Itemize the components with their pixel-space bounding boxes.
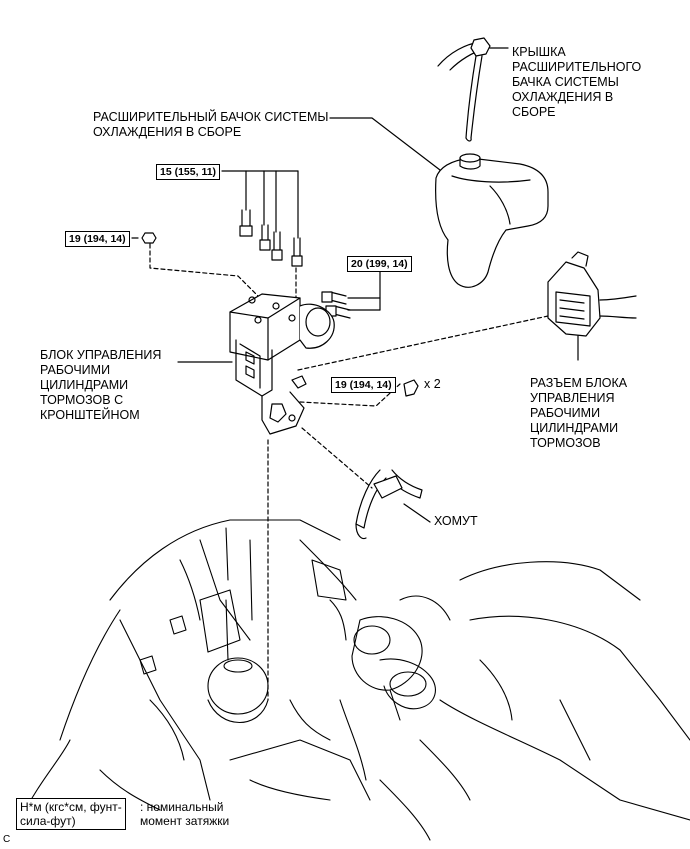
torque-label-side-nuts: 20 (199, 14) [347, 256, 412, 272]
torque-leader-lines [131, 170, 391, 389]
torque-label-nut: 19 (194, 14) [65, 231, 130, 247]
clamp-drawing [355, 469, 431, 540]
actuator-assembly-drawing [177, 293, 335, 435]
flare-nuts-drawing [141, 209, 419, 397]
torque-label-pipe-nuts: 15 (155, 11) [156, 164, 221, 180]
dashed-guide-lines [149, 243, 549, 701]
figure-code: C [3, 834, 11, 845]
clamp-label: ХОМУТ [434, 514, 478, 528]
actuator-connector-drawing [547, 251, 637, 361]
reservoir-label: РАСШИРИТЕЛЬНЫЙ БАЧОК СИСТЕМЫ ОХЛАЖДЕНИЯ … [93, 110, 329, 139]
quantity-label: x 2 [424, 377, 441, 391]
reservoir-cap-label: КРЫШКА РАСШИРИТЕЛЬНОГО БАЧКА СИСТЕМЫ ОХЛ… [512, 45, 642, 119]
reservoir-tank-drawing [329, 117, 549, 288]
legend-description: : номинальный момент затяжки [140, 800, 230, 828]
actuator-label: БЛОК УПРАВЛЕНИЯ РАБОЧИМИ ЦИЛИНДРАМИ ТОРМ… [40, 348, 162, 422]
reservoir-cap-drawing [437, 37, 509, 142]
connector-label: РАЗЪЕМ БЛОКА УПРАВЛЕНИЯ РАБОЧИМИ ЦИЛИНДР… [530, 376, 628, 450]
engine-compartment-drawing [19, 519, 690, 841]
legend-units-box: Н*м (кгс*см, фунт- сила-фут) [16, 798, 126, 830]
torque-label-bolt: 19 (194, 14) [331, 377, 396, 393]
